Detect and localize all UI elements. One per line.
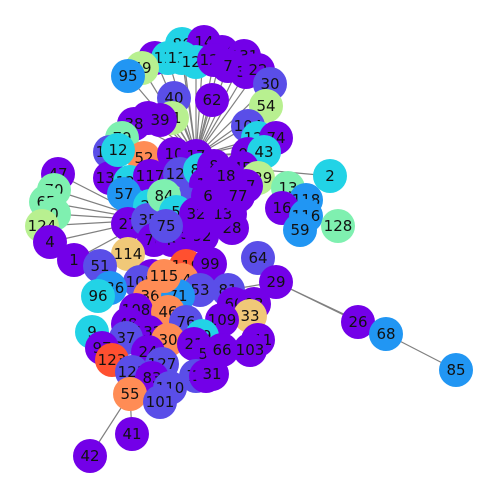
node-circle [191, 179, 225, 213]
graph-node: 103 [233, 333, 267, 367]
graph-node: 115 [147, 259, 181, 293]
graph-node: 42 [73, 439, 107, 473]
node-circle [439, 353, 473, 387]
node-circle [115, 417, 149, 451]
graph-node: 101 [143, 385, 177, 419]
graph-node: 2 [313, 159, 347, 193]
node-circle [107, 177, 141, 211]
node-circle [259, 265, 293, 299]
graph-node: 95 [111, 59, 145, 93]
node-circle [111, 237, 145, 271]
node-circle [221, 179, 255, 213]
graph-node: 128 [321, 209, 355, 243]
node-circle [111, 59, 145, 93]
node-circle [193, 247, 227, 281]
node-circle [321, 209, 355, 243]
node-circle [283, 213, 317, 247]
node-circle [81, 279, 115, 313]
node-circle [101, 133, 135, 167]
node-circle [313, 159, 347, 193]
node-circle [149, 209, 183, 243]
node-circle [113, 377, 147, 411]
graph-node: 62 [195, 83, 229, 117]
graph-node: 96 [81, 279, 115, 313]
node-circle [57, 243, 91, 277]
node-circle [369, 317, 403, 351]
graph-node: 68 [369, 317, 403, 351]
graph-node: 55 [113, 377, 147, 411]
graph-node: 31 [195, 357, 229, 391]
graph-node: 77 [221, 179, 255, 213]
graph-node: 41 [115, 417, 149, 451]
node-circle [143, 385, 177, 419]
node-circle [33, 225, 67, 259]
graph-node: 6 [191, 179, 225, 213]
graph-node: 59 [283, 213, 317, 247]
node-circle [233, 333, 267, 367]
graph-node: 85 [439, 353, 473, 387]
graph-node: 75 [149, 209, 183, 243]
node-circle [195, 83, 229, 117]
node-circle [341, 305, 375, 339]
node-circle [195, 357, 229, 391]
node-circle [143, 103, 177, 137]
node-circle [241, 241, 275, 275]
node-circle [73, 439, 107, 473]
node-circle [147, 259, 181, 293]
graph-node: 12 [101, 133, 135, 167]
graph-nodes: 8614106131311813712012173822499530544062… [25, 25, 473, 473]
